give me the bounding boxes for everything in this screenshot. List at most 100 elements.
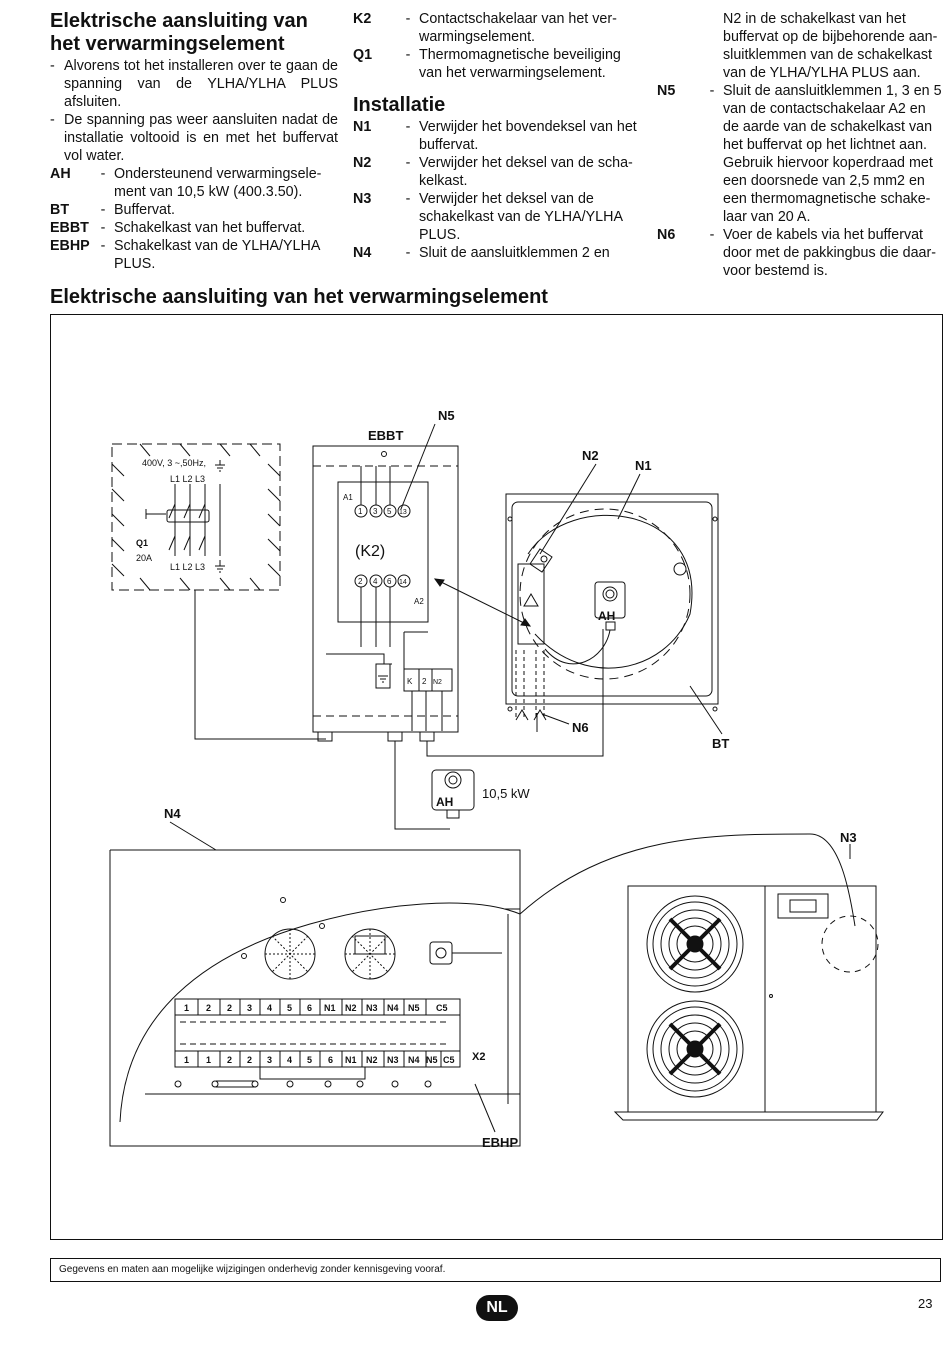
ebbt-label: EBBT [368, 428, 403, 443]
callout-n2: N2 [582, 448, 599, 463]
terminal-label-bottom: N2 [366, 1055, 378, 1065]
power-label: 10,5 kW [482, 786, 530, 801]
diagram-frame [50, 314, 943, 1240]
section-title-electrical: Elektrische aansluiting van het verwarmi… [50, 10, 308, 55]
leader-n1 [617, 473, 641, 520]
q1-label: Q1 [136, 538, 148, 548]
k2-label: (K2) [355, 543, 385, 560]
step-n4: N4 - Sluit de aansluitklemmen 2 en [353, 245, 610, 261]
leader-ebhp [474, 1083, 496, 1133]
step-n5: N5 - Sluit de aansluitklemmen 1, 3 en 5 … [657, 83, 942, 225]
ebbt-glands [317, 731, 435, 742]
terminal-n2: N2 [433, 679, 442, 686]
callout-n1: N1 [635, 458, 652, 473]
definition-k2: K2 - Contactschakelaar van het ver-warmi… [353, 11, 617, 45]
ah-label-external: AH [436, 795, 453, 809]
terminal-label-bottom: C5 [443, 1055, 455, 1065]
terminal-label-top: 6 [307, 1003, 312, 1013]
contact-label: 6 [387, 577, 392, 586]
definition-ebhp: EBHP - Schakelkast van de YLHA/YLHA PLUS… [50, 238, 320, 272]
arrow-ebbt-to-tank [434, 578, 531, 627]
terminal-label-bottom: N1 [345, 1055, 357, 1065]
ah-cable [394, 741, 450, 830]
bullet-item: - Alvorens tot het installeren over te g… [50, 58, 338, 110]
callout-bt: BT [712, 736, 729, 751]
terminal-label-top: 1 [184, 1003, 189, 1013]
callout-n4: N4 [164, 806, 181, 821]
leader-bt [689, 685, 723, 735]
callout-n6: N6 [572, 720, 589, 735]
buffer-cable [426, 629, 604, 757]
section-title-installation: Installatie [353, 94, 446, 116]
n4-cable-loop [109, 849, 521, 1147]
callout-ebhp: EBHP [482, 1135, 518, 1150]
terminal-label-bottom: 3 [267, 1055, 272, 1065]
contact-label: 1 [358, 507, 363, 516]
text-column-2: K2 - Contactschakelaar van het ver-warmi… [353, 10, 641, 262]
text-column-1: Elektrische aansluiting van het verwarmi… [50, 10, 338, 273]
a2-label: A2 [414, 597, 424, 606]
terminal-label-bottom: 4 [287, 1055, 292, 1065]
terminal-label-top: 3 [247, 1003, 252, 1013]
language-badge: NL [476, 1295, 518, 1321]
terminal-label-top: N4 [387, 1003, 399, 1013]
terminal-k: K [407, 677, 413, 686]
contact-label: 14 [399, 579, 407, 586]
terminal-label-top: N1 [324, 1003, 336, 1013]
outdoor-unit: N3 [519, 830, 884, 1121]
terminal-label-top: 2 [227, 1003, 232, 1013]
terminal-label-top: C5 [436, 1003, 448, 1013]
terminal-label-bottom: N4 [408, 1055, 420, 1065]
terminal-label-top: N2 [345, 1003, 357, 1013]
step-n2: N2 - Verwijder het deksel van de scha-ke… [353, 155, 633, 189]
terminal-label-bottom: 2 [247, 1055, 252, 1065]
supply-cable [194, 590, 326, 740]
n3-cable [519, 833, 856, 927]
terminal-2: 2 [422, 677, 427, 686]
terminal-label-top: 4 [267, 1003, 272, 1013]
callout-n3: N3 [840, 830, 857, 845]
terminal-label-bottom: 6 [328, 1055, 333, 1065]
a1-label: A1 [343, 493, 353, 502]
ah-label-tank: AH [598, 609, 615, 623]
contact-label: 3 [373, 507, 378, 516]
step-n6: N6 - Voer de kabels via het buffervat do… [657, 227, 936, 279]
x2-label: X2 [472, 1051, 485, 1063]
supply-phases-top: L1 L2 L3 [170, 474, 205, 484]
ebbt-cabinet: EBBT (K2) A1 A2 1 3 5 13 2 4 6 14 K 2 N2 [312, 428, 459, 733]
definition-q1: Q1 - Thermomagnetische beveiliging van h… [353, 47, 621, 81]
terminal-label-top: 2 [206, 1003, 211, 1013]
leader-n4 [169, 821, 217, 851]
terminal-label-top: N3 [366, 1003, 378, 1013]
supply-phases-bottom: L1 L2 L3 [170, 562, 205, 572]
heating-element-ah-external: AH 10,5 kW [431, 769, 530, 819]
supply-label: 400V, 3 ~,50Hz, [142, 458, 206, 468]
terminal-label-bottom: 1 [206, 1055, 211, 1065]
contact-label: 2 [358, 577, 363, 586]
leader-n6 [541, 713, 570, 725]
page-number: 23 [918, 1296, 933, 1311]
terminal-label-bottom: N5 [426, 1055, 438, 1065]
q1-rating: 20A [136, 553, 152, 563]
leader-n5 [400, 423, 436, 510]
bullet-item: - De spanning pas weer aansluiten nadat … [50, 112, 338, 164]
text-column-3: N2 in de schakelkast van het buffervat o… [657, 10, 945, 280]
terminal-label-bottom: N3 [387, 1055, 399, 1065]
terminal-label-bottom: 1 [184, 1055, 189, 1065]
terminal-label-bottom: 5 [307, 1055, 312, 1065]
contact-label: 5 [387, 507, 392, 516]
wiring-diagram: 400V, 3 ~,50Hz, L1 L2 L3 Q1 20A L1 L2 L3… [50, 314, 943, 1240]
step-n1: N1 - Verwijder het bovendeksel van het b… [353, 119, 637, 153]
definition-ah: AH - Ondersteunend verwarmingsele-ment v… [50, 166, 322, 200]
step-n3: N3 - Verwijder het deksel van de schakel… [353, 191, 623, 243]
footer-disclaimer: Gegevens en maten aan mogelijke wijzigin… [50, 1258, 941, 1282]
terminal-label-bottom: 2 [227, 1055, 232, 1065]
terminal-label-top: 5 [287, 1003, 292, 1013]
callout-n5: N5 [438, 408, 455, 423]
diagram-title: Elektrische aansluiting van het verwarmi… [50, 286, 548, 308]
definition-ebbt: EBBT - Schakelkast van het buffervat. [50, 220, 306, 236]
supply-panel: 400V, 3 ~,50Hz, L1 L2 L3 Q1 20A L1 L2 L3 [111, 443, 281, 591]
ebhp-cabinet [119, 897, 521, 1123]
definition-bt: BT - Buffervat. [50, 202, 175, 218]
step-n4-continuation: N2 in de schakelkast van het buffervat o… [723, 11, 938, 81]
